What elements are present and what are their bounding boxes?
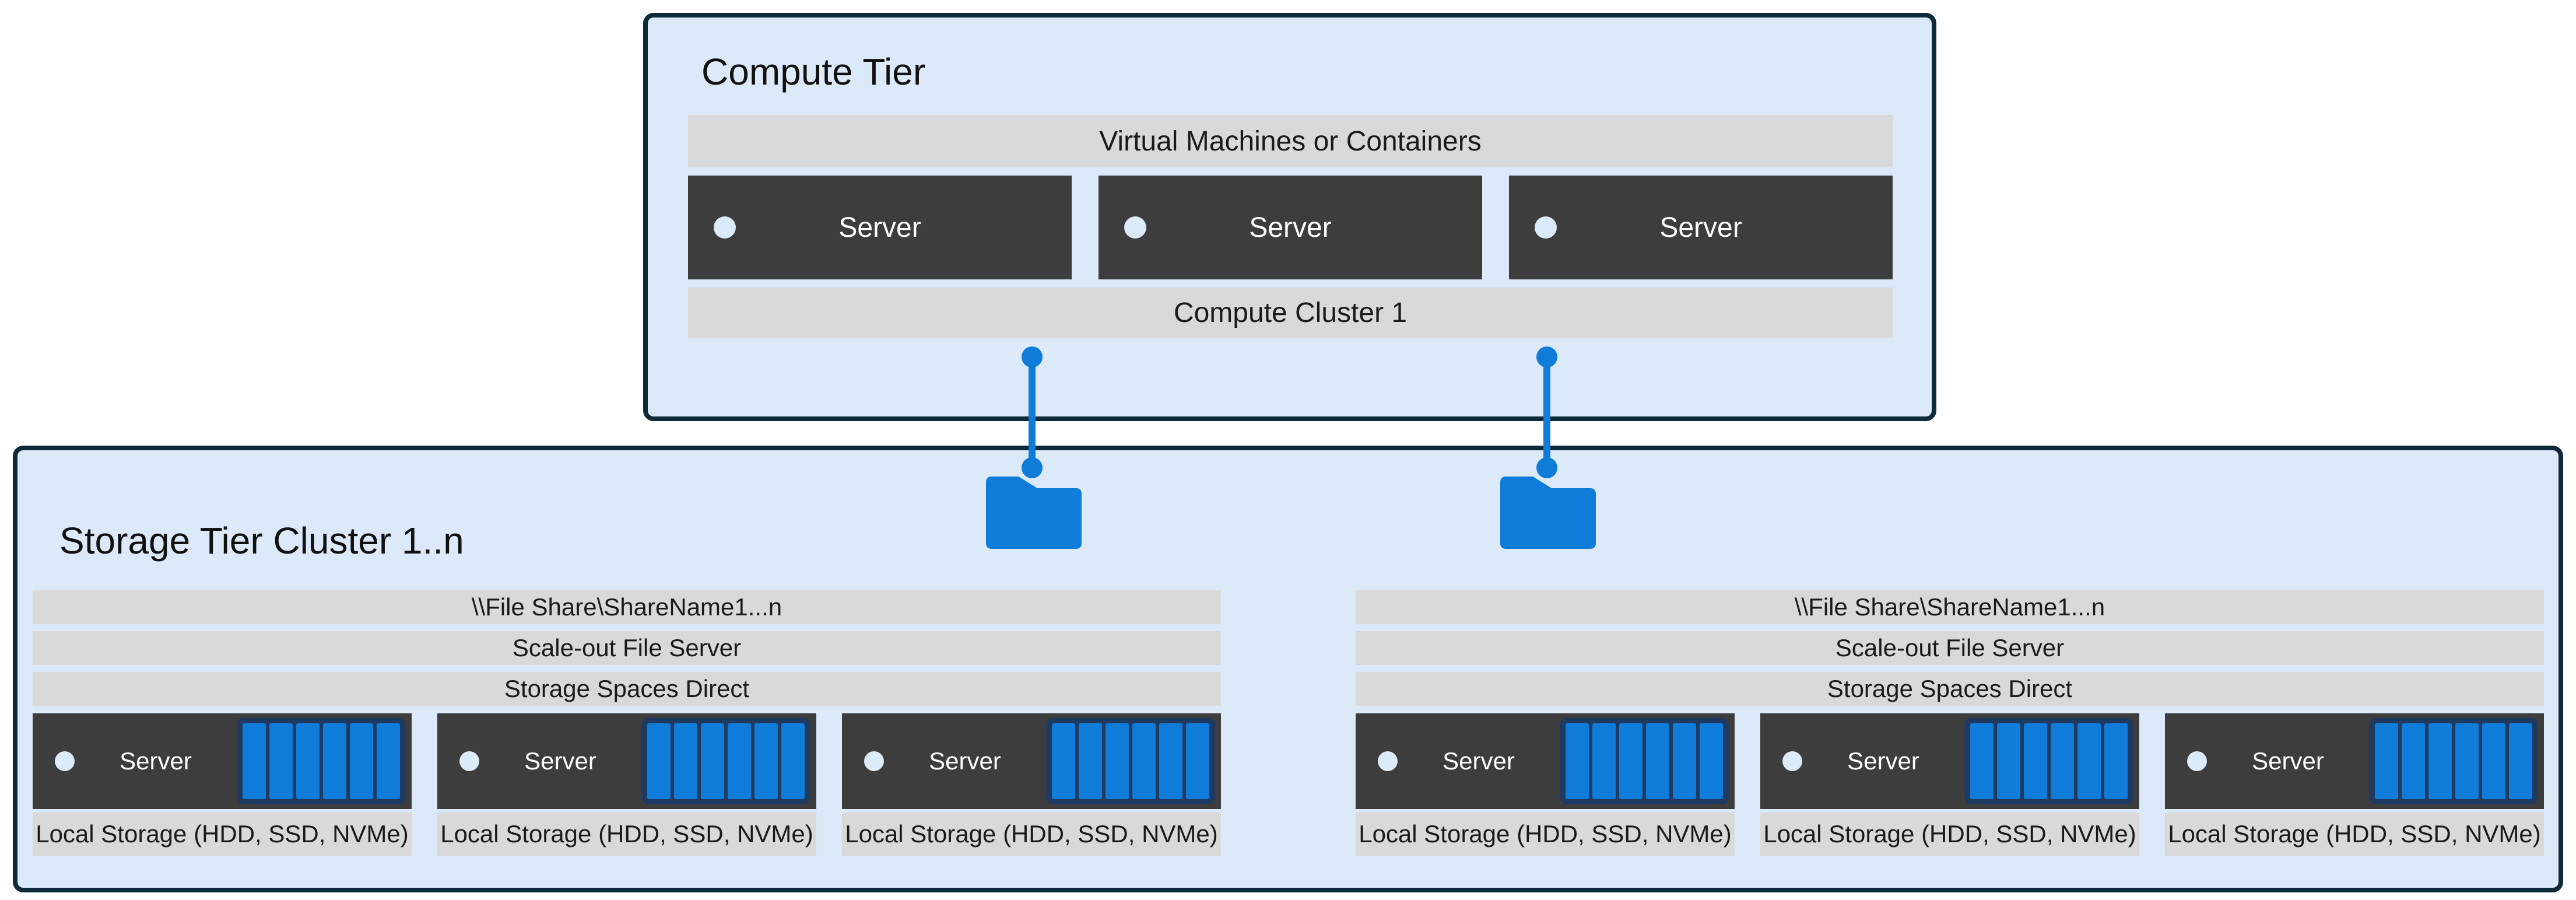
- storage-server: Server: [33, 713, 412, 809]
- disk-stripe: [701, 723, 724, 799]
- server-label: Server: [1249, 212, 1332, 243]
- disk-stripe: [1052, 723, 1075, 799]
- server-label: Server: [1443, 747, 1515, 775]
- server-label: Server: [1659, 212, 1742, 243]
- disk-stripe: [2509, 723, 2532, 799]
- connector-line: [1543, 357, 1550, 468]
- disk-stripe: [754, 723, 778, 799]
- disk-array-icon: [1560, 718, 1729, 804]
- disk-array-icon: [641, 718, 810, 804]
- disk-stripe: [2375, 723, 2398, 799]
- disk-array-icon: [2369, 718, 2538, 804]
- disk-stripe: [2482, 723, 2505, 799]
- storage-tier-title: Storage Tier Cluster 1..n: [59, 520, 464, 562]
- disk-stripe: [2104, 723, 2128, 799]
- storage-server: Server: [1356, 713, 1735, 809]
- server-label: Server: [1847, 747, 1919, 775]
- server-dot-icon: [459, 751, 479, 771]
- file-share-bar: \\File Share\ShareName1...n: [33, 590, 1221, 624]
- disk-stripe: [1079, 723, 1102, 799]
- storage-spaces-direct-bar: Storage Spaces Direct: [1356, 672, 2544, 706]
- disk-stripe: [2051, 723, 2074, 799]
- disk-array-icon: [1964, 718, 2133, 804]
- disk-stripe: [350, 723, 373, 799]
- server-dot-icon: [1378, 751, 1398, 771]
- server-label: Server: [524, 747, 596, 775]
- disk-stripe: [296, 723, 320, 799]
- compute-server: Server: [1509, 176, 1893, 279]
- disk-stripe: [1619, 723, 1643, 799]
- disk-stripe: [1646, 723, 1669, 799]
- disk-stripe: [323, 723, 346, 799]
- storage-cluster: \\File Share\ShareName1...n Scale-out Fi…: [1356, 590, 2544, 856]
- server-dot-icon: [2187, 751, 2207, 771]
- server-dot-icon: [1535, 216, 1557, 239]
- local-storage-bar: Local Storage (HDD, SSD, NVMe): [1760, 813, 2139, 856]
- server-label: Server: [929, 747, 1001, 775]
- disk-array-icon: [237, 718, 406, 804]
- scale-out-file-server-bar: Scale-out File Server: [33, 631, 1221, 665]
- server-label: Server: [120, 747, 192, 775]
- connector-dot: [1022, 346, 1043, 367]
- disk-array-icon: [1046, 718, 1215, 804]
- disk-stripe: [781, 723, 805, 799]
- storage-spaces-direct-bar: Storage Spaces Direct: [33, 672, 1221, 706]
- disk-stripe: [269, 723, 293, 799]
- disk-stripe: [2077, 723, 2101, 799]
- disk-stripe: [1566, 723, 1589, 799]
- connector: [1536, 346, 1557, 478]
- disk-stripe: [1673, 723, 1696, 799]
- server-label: Server: [2252, 747, 2324, 775]
- local-storage-bar: Local Storage (HDD, SSD, NVMe): [842, 813, 1221, 856]
- compute-server: Server: [688, 176, 1072, 279]
- local-storage-bar: Local Storage (HDD, SSD, NVMe): [437, 813, 816, 856]
- connector-dot: [1536, 457, 1557, 478]
- local-storage-bar: Local Storage (HDD, SSD, NVMe): [33, 813, 412, 856]
- scale-out-file-server-bar: Scale-out File Server: [1356, 631, 2544, 665]
- file-share-bar: \\File Share\ShareName1...n: [1356, 590, 2544, 624]
- disk-stripe: [647, 723, 671, 799]
- disk-stripe: [2402, 723, 2425, 799]
- server-dot-icon: [55, 751, 75, 771]
- connector-dot: [1022, 457, 1043, 478]
- disk-stripe: [1592, 723, 1616, 799]
- server-dot-icon: [1782, 751, 1802, 771]
- disk-stripe: [377, 723, 400, 799]
- local-storage-bar: Local Storage (HDD, SSD, NVMe): [2165, 813, 2544, 856]
- disk-stripe: [2428, 723, 2452, 799]
- compute-cluster-bar: Compute Cluster 1: [688, 288, 1893, 338]
- disk-stripe: [1186, 723, 1209, 799]
- server-dot-icon: [1124, 216, 1146, 239]
- server-dot-icon: [864, 751, 884, 771]
- vm-containers-bar: Virtual Machines or Containers: [688, 115, 1893, 167]
- disk-stripe: [2455, 723, 2479, 799]
- storage-server: Server: [437, 713, 816, 809]
- storage-server: Server: [2165, 713, 2544, 809]
- disk-stripe: [1997, 723, 2020, 799]
- storage-server: Server: [842, 713, 1221, 809]
- disk-stripe: [1105, 723, 1129, 799]
- connector-dot: [1536, 346, 1557, 367]
- folder-icon: [1500, 477, 1596, 549]
- server-dot-icon: [714, 216, 736, 239]
- connector-line: [1029, 357, 1036, 468]
- disk-stripe: [1159, 723, 1182, 799]
- disk-stripe: [1970, 723, 1994, 799]
- disk-stripe: [728, 723, 751, 799]
- disk-stripe: [243, 723, 266, 799]
- server-label: Server: [838, 212, 921, 243]
- disk-stripe: [674, 723, 697, 799]
- compute-tier-title: Compute Tier: [701, 51, 926, 93]
- disk-stripe: [1700, 723, 1723, 799]
- storage-server: Server: [1760, 713, 2139, 809]
- disk-stripe: [2024, 723, 2047, 799]
- connector: [1022, 346, 1043, 478]
- compute-server: Server: [1099, 176, 1482, 279]
- disk-stripe: [1132, 723, 1156, 799]
- local-storage-bar: Local Storage (HDD, SSD, NVMe): [1356, 813, 1735, 856]
- folder-icon: [986, 477, 1082, 549]
- storage-cluster: \\File Share\ShareName1...n Scale-out Fi…: [33, 590, 1221, 856]
